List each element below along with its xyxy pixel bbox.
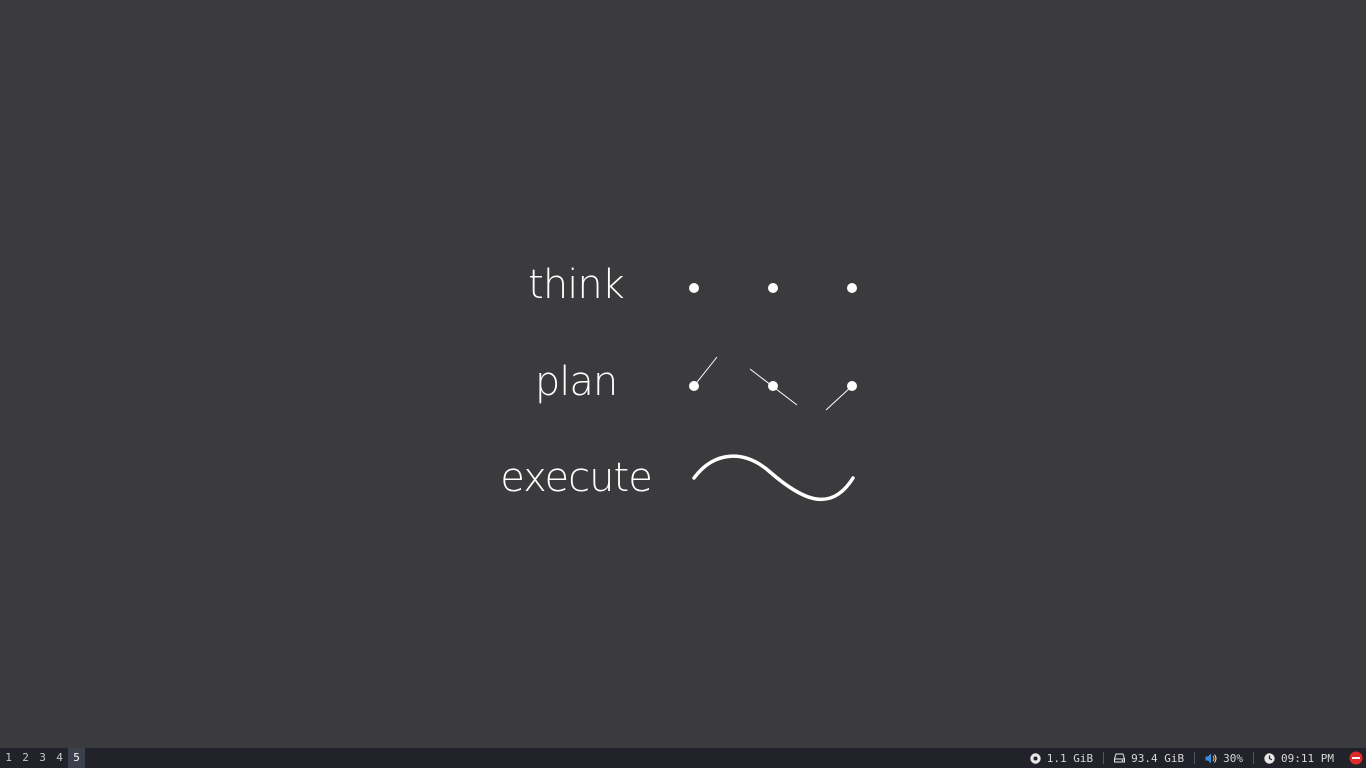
plan-vector [693, 356, 718, 387]
system-tray: 1.1 GiB 93.4 GiB 30% 09 [1020, 748, 1366, 768]
workspace-5[interactable]: 5 [68, 748, 85, 768]
volume-value: 30% [1223, 751, 1244, 765]
memory-indicator[interactable]: 1.1 GiB [1020, 748, 1103, 768]
execute-wave [692, 454, 855, 501]
workspace-1[interactable]: 1 [5, 751, 12, 764]
tray-separator [1253, 752, 1255, 764]
wallpaper-word-think: think [528, 262, 625, 308]
clock-value: 09:11 PM [1281, 751, 1334, 765]
plan-dot [847, 381, 857, 391]
status-bar: 1 2 3 4 5 1.1 GiB 93.4 GiB [0, 748, 1366, 768]
think-dot [689, 283, 699, 293]
power-icon [1349, 751, 1363, 765]
disk-icon [1114, 753, 1126, 763]
plan-dot [689, 381, 699, 391]
tray-separator [1194, 752, 1196, 764]
desktop-wallpaper: think plan execute [500, 262, 857, 501]
volume-indicator[interactable]: 30% [1195, 748, 1253, 768]
think-dot [768, 283, 778, 293]
plan-dot [768, 381, 778, 391]
workspace-3[interactable]: 3 [39, 751, 46, 764]
memory-icon [1030, 752, 1041, 764]
clock-indicator[interactable]: 09:11 PM [1254, 748, 1344, 768]
wallpaper-graphic [689, 283, 857, 501]
tray-separator [1103, 752, 1105, 764]
wallpaper-word-execute: execute [500, 455, 653, 501]
plan-vector [825, 385, 853, 411]
think-dot [847, 283, 857, 293]
wallpaper-word-plan: plan [534, 359, 618, 405]
memory-value: 1.1 GiB [1046, 751, 1094, 765]
disk-value: 93.4 GiB [1131, 751, 1185, 765]
workspace-4[interactable]: 4 [56, 751, 63, 764]
workspace-2[interactable]: 2 [22, 751, 29, 764]
power-button[interactable] [1346, 748, 1366, 768]
disk-indicator[interactable]: 93.4 GiB [1104, 748, 1194, 768]
workspace-switcher: 1 2 3 4 5 [0, 748, 85, 768]
volume-icon [1205, 753, 1217, 763]
clock-icon [1264, 752, 1275, 764]
